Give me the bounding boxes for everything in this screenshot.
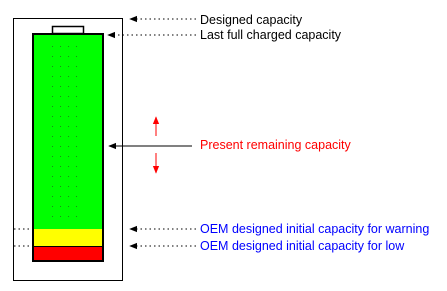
fill-dot (60, 206, 61, 207)
fill-dot (52, 166, 53, 167)
fill-dot (52, 116, 53, 117)
fill-dot (52, 156, 53, 157)
fill-dot (52, 76, 53, 77)
fill-dot (76, 76, 77, 77)
present-remaining-capacity-label: Present remaining capacity (200, 138, 352, 152)
fill-dot (76, 116, 77, 117)
fill-dot (60, 106, 61, 107)
fill-dot (76, 66, 77, 67)
fill-dot (52, 136, 53, 137)
fill-dot (60, 146, 61, 147)
fill-dot (76, 176, 77, 177)
oem-warning-capacity-label: OEM designed initial capacity for warnin… (200, 222, 429, 236)
fill-dot (60, 96, 61, 97)
fill-dot (76, 96, 77, 97)
fill-dot (68, 166, 69, 167)
fill-dot (60, 66, 61, 67)
oem-low-capacity-label: OEM designed initial capacity for low (200, 239, 405, 253)
fill-dot (52, 46, 53, 47)
fill-dot (52, 186, 53, 187)
fill-dot (52, 176, 53, 177)
fill-dot (68, 116, 69, 117)
fill-dot (68, 96, 69, 97)
fill-dot (52, 196, 53, 197)
fill-dot (60, 46, 61, 47)
fill-dot (68, 186, 69, 187)
fill-dot (68, 126, 69, 127)
fill-dot (76, 46, 77, 47)
fill-dot (68, 46, 69, 47)
fill-dot (76, 56, 77, 57)
fill-dot (60, 86, 61, 87)
fill-dot (76, 136, 77, 137)
fill-dot (52, 96, 53, 97)
fill-dot (60, 166, 61, 167)
designed-capacity-label: Designed capacity (200, 13, 303, 27)
fill-dot (52, 106, 53, 107)
fill-dot (68, 106, 69, 107)
fill-dot (76, 196, 77, 197)
fill-dot (60, 216, 61, 217)
fill-dot (68, 156, 69, 157)
fill-dot-pattern (52, 46, 77, 217)
fill-dot (52, 126, 53, 127)
fill-dot (60, 196, 61, 197)
fill-dot (60, 116, 61, 117)
remaining-capacity-fill (33, 34, 103, 229)
fill-dot (52, 216, 53, 217)
fill-dot (68, 76, 69, 77)
last-full-charged-capacity-label: Last full charged capacity (200, 28, 342, 42)
fill-dot (68, 136, 69, 137)
fill-dot (60, 186, 61, 187)
fill-dot (60, 126, 61, 127)
fill-dot (52, 56, 53, 57)
low-capacity-fill (33, 247, 103, 261)
fill-dot (76, 126, 77, 127)
fill-dot (68, 66, 69, 67)
fill-dot (76, 206, 77, 207)
fill-dot (68, 196, 69, 197)
fill-dot (60, 136, 61, 137)
fill-dot (68, 56, 69, 57)
fill-dot (60, 176, 61, 177)
battery-terminal (51, 25, 85, 35)
designed-capacity-frame (13, 18, 123, 281)
fill-dot (60, 76, 61, 77)
fill-dot (52, 146, 53, 147)
fill-dot (68, 146, 69, 147)
fill-dot (68, 206, 69, 207)
fill-dot (76, 186, 77, 187)
fill-dot (68, 216, 69, 217)
fill-dot (76, 156, 77, 157)
fill-dot (52, 206, 53, 207)
fill-dot (76, 216, 77, 217)
fill-dot (60, 56, 61, 57)
fill-dot (76, 86, 77, 87)
battery-body (32, 33, 104, 262)
fill-dot (52, 66, 53, 67)
fill-dot (60, 156, 61, 157)
fill-dot (52, 86, 53, 87)
fill-dot (68, 86, 69, 87)
fill-dot (76, 146, 77, 147)
fill-dot (68, 176, 69, 177)
fill-dot (76, 166, 77, 167)
fill-dot (76, 106, 77, 107)
warning-capacity-fill (33, 229, 103, 246)
